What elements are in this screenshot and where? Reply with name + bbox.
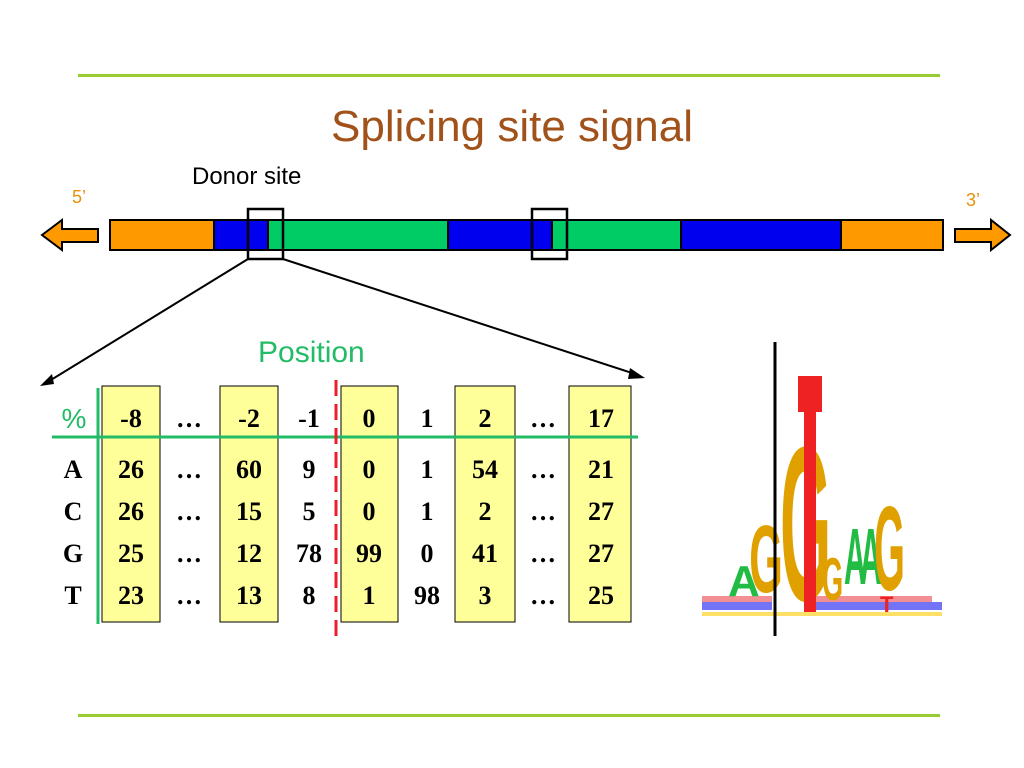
three-prime-label: 3’	[966, 190, 981, 210]
percent-symbol: %	[61, 403, 87, 434]
table-cell: 54	[472, 455, 498, 484]
table-cell: 21	[588, 455, 614, 484]
bottom-rule	[78, 714, 940, 717]
intron-green-2	[551, 219, 682, 251]
intron-blue-2	[447, 219, 553, 251]
table-cell: 0	[362, 497, 376, 526]
base-label-c: C	[63, 497, 83, 526]
logo-letter-g4: G	[874, 481, 905, 615]
table-cell: …	[530, 455, 556, 484]
position-label: Position	[258, 336, 365, 369]
table-cell: 3	[478, 581, 492, 610]
table-cell: 98	[414, 581, 440, 610]
table-cell: 9	[302, 455, 316, 484]
table-cell: 23	[118, 581, 144, 610]
acceptor-site-box	[530, 207, 569, 261]
table-cell: 0	[362, 455, 376, 484]
pos-header: 17	[588, 404, 614, 433]
logo-letter-t-top	[798, 376, 822, 412]
slide-title: Splicing site signal	[331, 102, 693, 151]
sequence-logo: A G G G A A G T	[702, 376, 942, 647]
logo-letter-g3: G	[822, 546, 843, 613]
table-cell: 25	[118, 539, 144, 568]
table-cell: …	[176, 581, 202, 610]
top-rule	[78, 74, 940, 77]
table-cell: 41	[472, 539, 498, 568]
logo-letter-a2: A	[844, 511, 866, 601]
table-cell: 0	[420, 539, 434, 568]
col-highlight-0	[340, 385, 399, 623]
table-cell: 26	[118, 455, 144, 484]
table-cell: 12	[236, 539, 262, 568]
table-cell: …	[530, 581, 556, 610]
pos-header: 1	[420, 404, 434, 433]
table-cell: 27	[588, 497, 614, 526]
intron-blue-3	[680, 219, 842, 251]
exon-left	[109, 219, 215, 251]
table-cell: 60	[236, 455, 262, 484]
donor-site-label: Donor site	[192, 163, 302, 190]
donor-site-box	[246, 207, 285, 261]
intron-green-1	[267, 219, 449, 251]
logo-letter-g1: G	[749, 506, 783, 613]
table-cell: 78	[296, 539, 322, 568]
base-label-g: G	[62, 539, 84, 568]
pos-header: -2	[238, 404, 260, 433]
table-cell: 99	[356, 539, 382, 568]
pos-header: -8	[120, 404, 142, 433]
logo-letter-a1: A	[728, 557, 760, 606]
pos-header: -1	[298, 404, 320, 433]
table-cell: 15	[236, 497, 262, 526]
exon-right	[840, 219, 944, 251]
col-highlight-neg8	[101, 385, 161, 623]
table-cell: 1	[362, 581, 376, 610]
table-cell: …	[530, 539, 556, 568]
left-arrow-icon	[40, 218, 99, 252]
table-cell: 25	[588, 581, 614, 610]
pos-header: 2	[478, 404, 492, 433]
col-highlight-17	[568, 385, 632, 623]
table-cell: 1	[420, 455, 434, 484]
table-cell: …	[176, 539, 202, 568]
table-cell: …	[176, 497, 202, 526]
table-cell: 27	[588, 539, 614, 568]
col-highlight-2	[454, 385, 516, 623]
table-cell: 2	[478, 497, 492, 526]
pos-header: …	[176, 404, 202, 433]
five-prime-label: 5’	[72, 187, 87, 207]
table-cell: 8	[302, 581, 316, 610]
logo-letter-a3: A	[860, 511, 882, 601]
table-cell: 13	[236, 581, 262, 610]
logo-letter-t-small: T	[880, 592, 894, 617]
intron-blue-1	[213, 219, 269, 251]
zoom-line-left	[45, 258, 249, 384]
pos-header: …	[530, 404, 556, 433]
base-label-a: A	[63, 455, 83, 484]
table-cell: 26	[118, 497, 144, 526]
base-label-t: T	[64, 581, 82, 610]
logo-letter-t-stem	[804, 412, 816, 612]
pos-header: 0	[362, 404, 376, 433]
table-cell: …	[176, 455, 202, 484]
col-highlight-neg2	[219, 385, 279, 623]
table-cell: 1	[420, 497, 434, 526]
table-cell: 5	[302, 497, 316, 526]
right-arrow-icon	[954, 217, 1012, 253]
zoom-line-right	[282, 258, 639, 376]
table-cell: …	[530, 497, 556, 526]
